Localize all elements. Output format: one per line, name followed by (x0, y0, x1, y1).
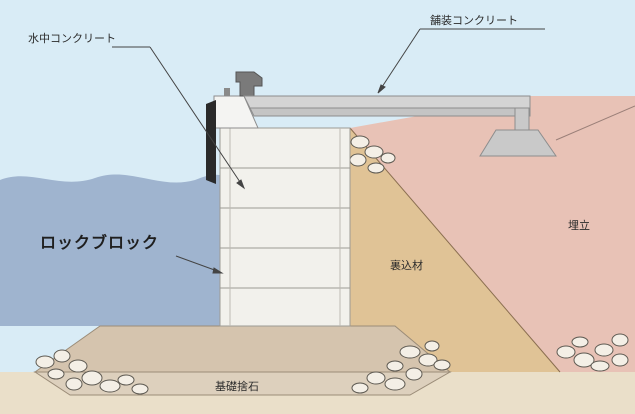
paving-concrete-underside (249, 107, 531, 117)
foundation-rubble-label: 基礎捨石 (215, 380, 259, 393)
ground-surface-line (555, 105, 635, 141)
rock-block-label: ロックブロック (40, 233, 160, 252)
reclaimed-land-area (350, 96, 635, 372)
slab-footing (479, 129, 557, 157)
paving-concrete-slab (243, 95, 531, 109)
rubble-stones-toe (556, 333, 629, 372)
underwater-concrete-label: 水中コンクリート (28, 32, 116, 45)
leader-lines (112, 28, 545, 274)
rock-block-wall (219, 127, 351, 327)
small-post (224, 88, 230, 96)
rubble-stones-left (35, 349, 149, 395)
paving-concrete-label: 舗装コンクリート (430, 14, 518, 27)
rubble-stones-right (351, 340, 451, 394)
rubber-fender (206, 100, 216, 184)
bollard (235, 71, 263, 97)
sea-water (0, 174, 220, 326)
rubble-stones-wall-top (349, 135, 396, 174)
slab-support-column (514, 107, 530, 131)
backfill-label: 裏込材 (390, 259, 423, 272)
reclaimed-land-label: 埋立 (568, 219, 590, 232)
backfill-boundary-line (349, 127, 561, 373)
